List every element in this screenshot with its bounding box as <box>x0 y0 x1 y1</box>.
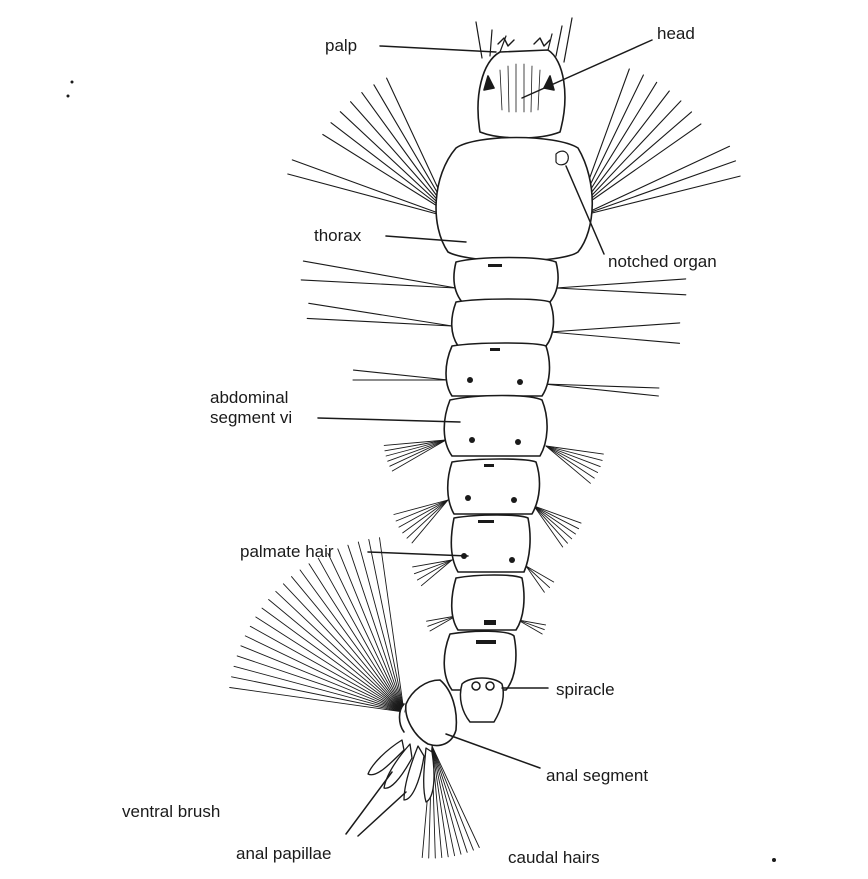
abdomen-hair <box>556 288 686 295</box>
thorax-hair <box>331 123 450 214</box>
segment-tuft <box>534 506 581 523</box>
brush-hair <box>292 577 405 712</box>
segment-tuft <box>403 500 448 533</box>
label-notched-organ: notched organ <box>608 252 717 271</box>
segment-tuft <box>518 620 544 630</box>
brush-hair <box>309 564 404 712</box>
segment-tuft <box>414 560 452 574</box>
thorax-hair <box>578 112 692 210</box>
brush-hair <box>269 600 404 713</box>
brush-hair <box>348 545 404 712</box>
thorax-hair <box>340 112 450 214</box>
caudal-hair <box>432 746 473 850</box>
brush-hair <box>256 617 404 712</box>
brush-hair <box>232 677 405 712</box>
brush-hair <box>369 540 404 713</box>
speck-marks <box>67 81 777 863</box>
abdomen-hair <box>354 370 449 380</box>
ventral-brush-hairs <box>230 538 404 712</box>
head-capsule <box>476 18 572 138</box>
brush-hair <box>237 656 404 712</box>
label-palmate-hair: palmate hair <box>240 542 334 561</box>
segment-tuft <box>526 566 550 588</box>
abdomen-hair <box>550 323 680 332</box>
segment-tuft <box>526 566 554 582</box>
spiracle-lobes <box>460 678 503 722</box>
anal-papillae-lobes <box>368 740 434 802</box>
label-thorax: thorax <box>314 226 361 245</box>
label-anal-papillae: anal papillae <box>236 844 331 863</box>
segment-tuft <box>421 560 452 586</box>
label-palp: palp <box>325 36 357 55</box>
thorax-hair <box>351 102 450 214</box>
segment-tuft <box>396 500 448 521</box>
anal-segment-body <box>400 680 457 745</box>
segment-tuft <box>534 506 576 534</box>
abdomen-hair <box>550 332 680 343</box>
segment-tuft <box>534 506 568 543</box>
label-caudal-hairs: caudal hairs <box>508 848 600 867</box>
segment-tuft <box>526 566 544 592</box>
label-ventral-brush: ventral brush <box>122 802 220 821</box>
caudal-hair <box>432 746 467 852</box>
segment-tuft <box>534 506 563 547</box>
label-head: head <box>657 24 695 43</box>
label-spiracle: spiracle <box>556 680 615 699</box>
label-abdominal-segment-line1: abdominal <box>210 388 288 407</box>
thorax-hair <box>578 124 701 210</box>
segment-tuft <box>412 500 448 543</box>
segment-tuft <box>428 616 456 626</box>
segment-tuft <box>388 440 446 461</box>
abdomen-hair <box>556 279 686 288</box>
brush-hair <box>358 542 404 712</box>
label-anal-segment: anal segment <box>546 766 648 785</box>
label-abdominal-segment-line2: segment vi <box>210 408 292 427</box>
abdominal-segments <box>444 258 558 691</box>
brush-hair <box>234 666 404 712</box>
caudal-hair <box>432 746 455 856</box>
thorax-body <box>436 138 592 262</box>
thorax-hair <box>578 101 681 210</box>
